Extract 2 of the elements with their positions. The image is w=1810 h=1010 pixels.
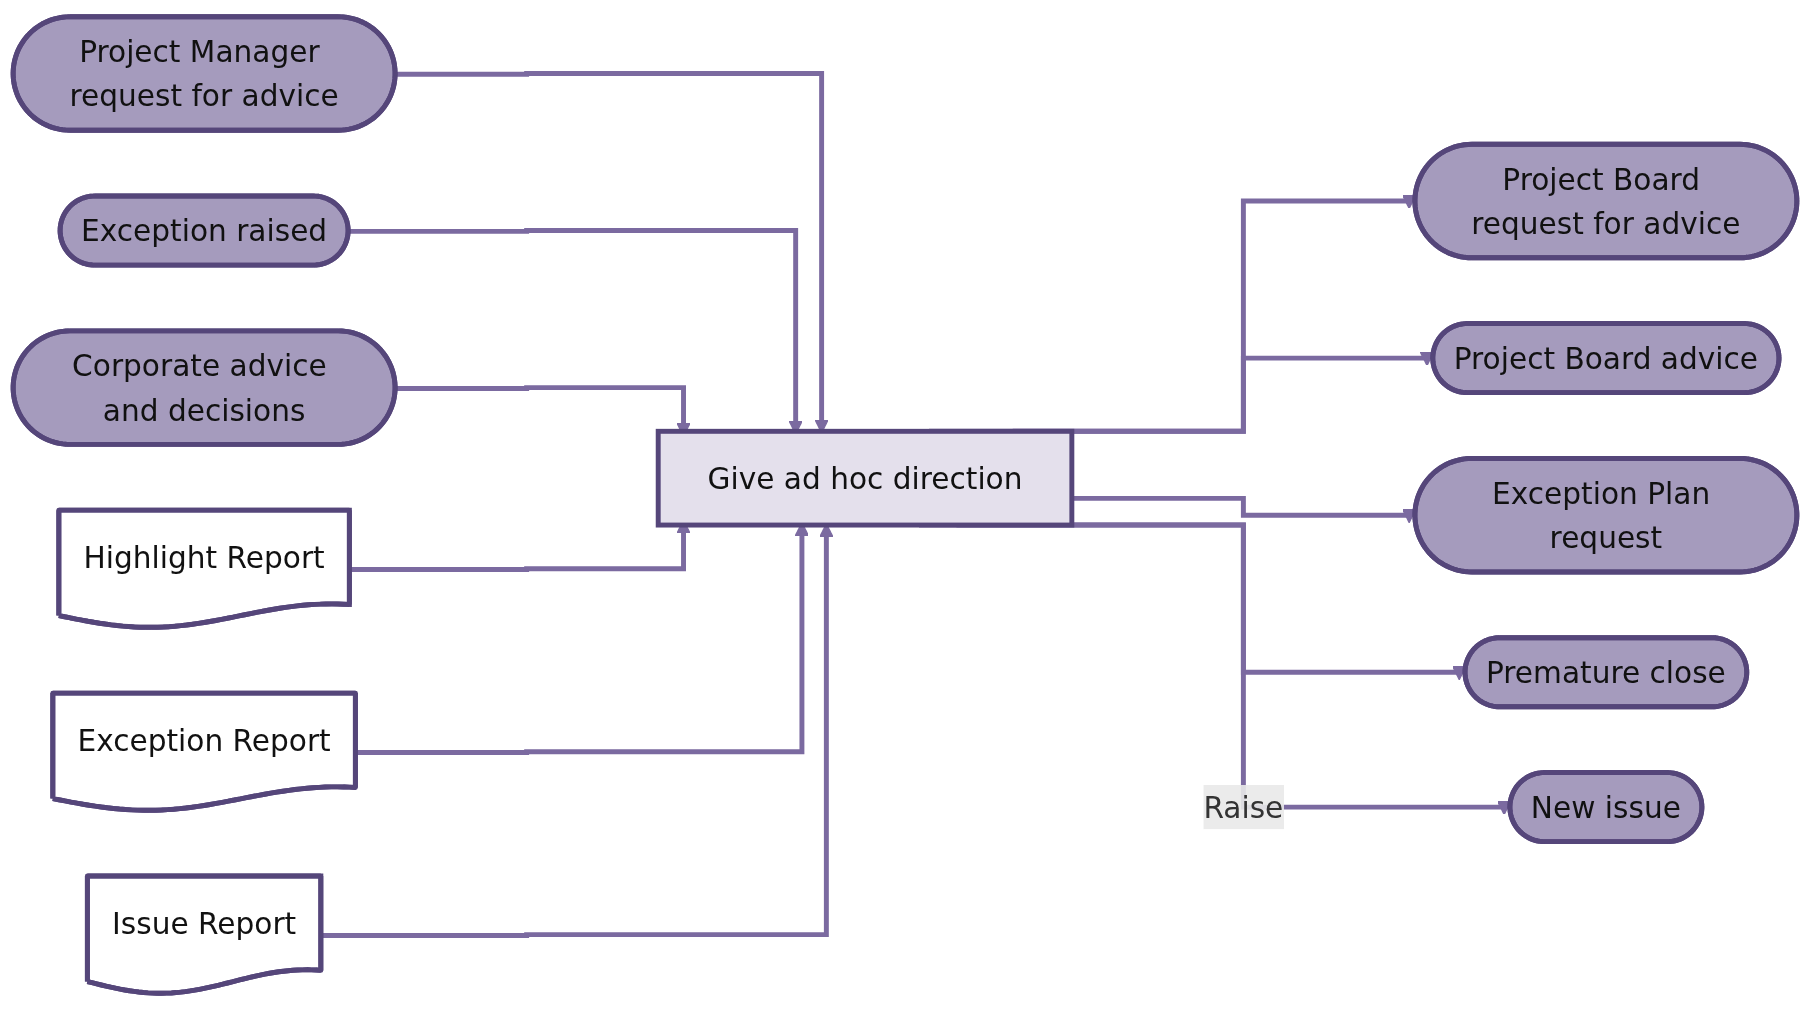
node-box: Give ad hoc direction bbox=[655, 428, 1075, 528]
edge-label: Raise bbox=[1203, 789, 1284, 825]
